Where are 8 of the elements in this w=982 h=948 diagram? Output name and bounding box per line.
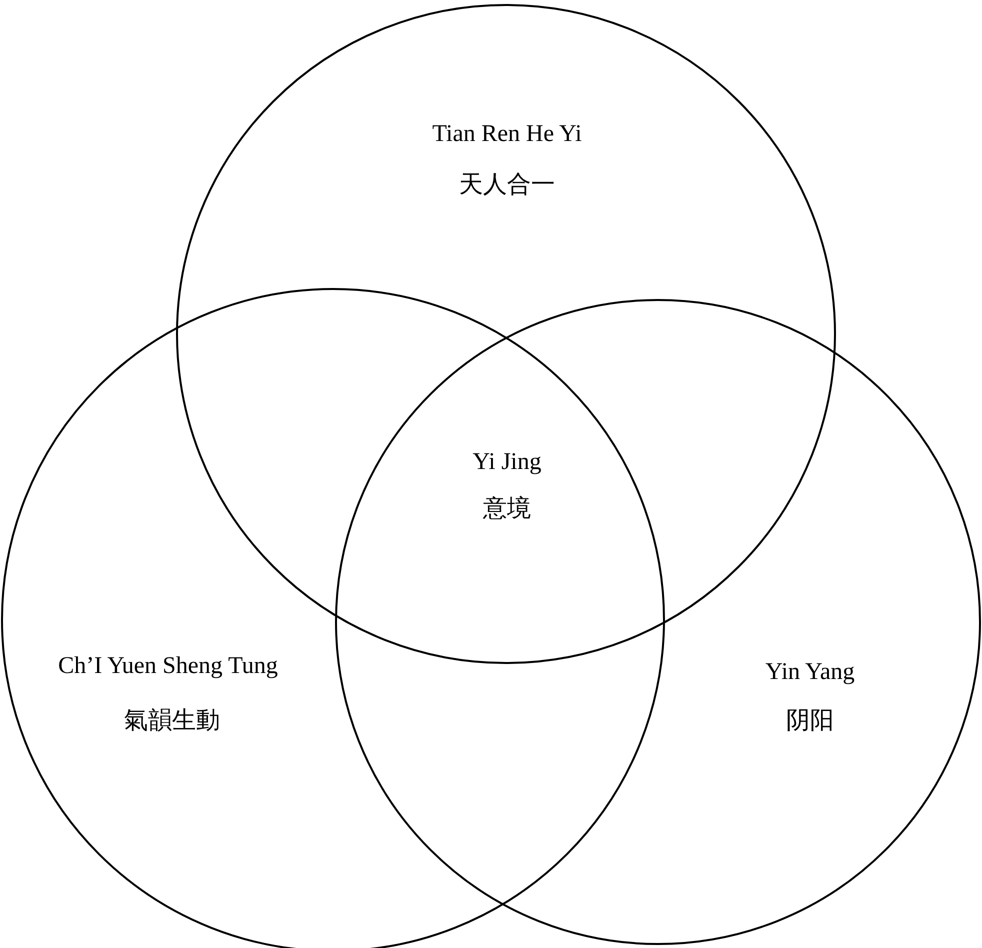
overlap-label: 意境 [483,496,531,520]
circle-label: Ch’I Yuen Sheng Tung [58,654,278,678]
overlap-label: Yi Jing [472,450,542,474]
circle-label: 氣韻生動 [124,708,220,732]
circle-label: 天人合一 [459,172,555,196]
circle-label: Tian Ren He Yi [432,122,582,146]
circle-label: 阴阳 [786,708,834,732]
circle-label: Yin Yang [765,660,855,684]
